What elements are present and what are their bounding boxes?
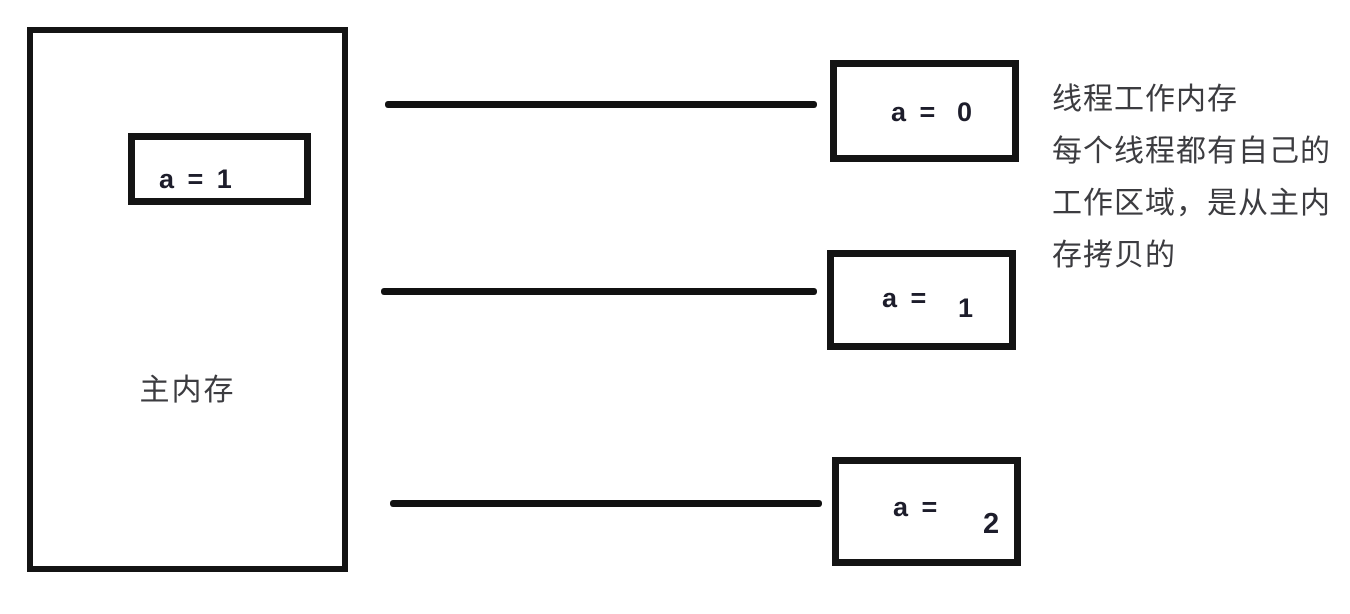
thread-1-expression: a = — [891, 97, 939, 127]
annotation-line-2: 每个线程都有自己的 — [1052, 135, 1331, 168]
annotation-line-4: 存拷贝的 — [1052, 239, 1176, 272]
thread-3-expression: a = — [893, 492, 941, 522]
connector-line-thread-2 — [381, 288, 817, 295]
connector-line-thread-1 — [385, 101, 817, 108]
thread-1-value: 0 — [957, 97, 973, 127]
main-memory-variable-text: a = 1 — [159, 164, 235, 194]
connector-line-thread-3 — [390, 500, 822, 507]
thread-2-expression: a = — [882, 283, 930, 313]
annotation-line-1: 线程工作内存 — [1052, 83, 1238, 116]
main-memory-box: a = 1 — [27, 27, 348, 572]
main-memory-label: 主内存 — [139, 374, 236, 407]
thread-3-value: 2 — [983, 508, 1000, 540]
thread-2-value: 1 — [958, 293, 974, 323]
annotation-line-3: 工作区域，是从主内 — [1052, 187, 1331, 220]
thread-working-memory-box-3: a = 2 — [832, 457, 1021, 566]
thread-working-memory-box-1: a = 0 — [830, 60, 1019, 162]
main-memory-variable-box: a = 1 — [128, 133, 311, 205]
annotation-text-block: 线程工作内存 每个线程都有自己的 工作区域，是从主内 存拷贝的 — [1052, 74, 1342, 282]
thread-working-memory-box-2: a = 1 — [827, 250, 1016, 350]
